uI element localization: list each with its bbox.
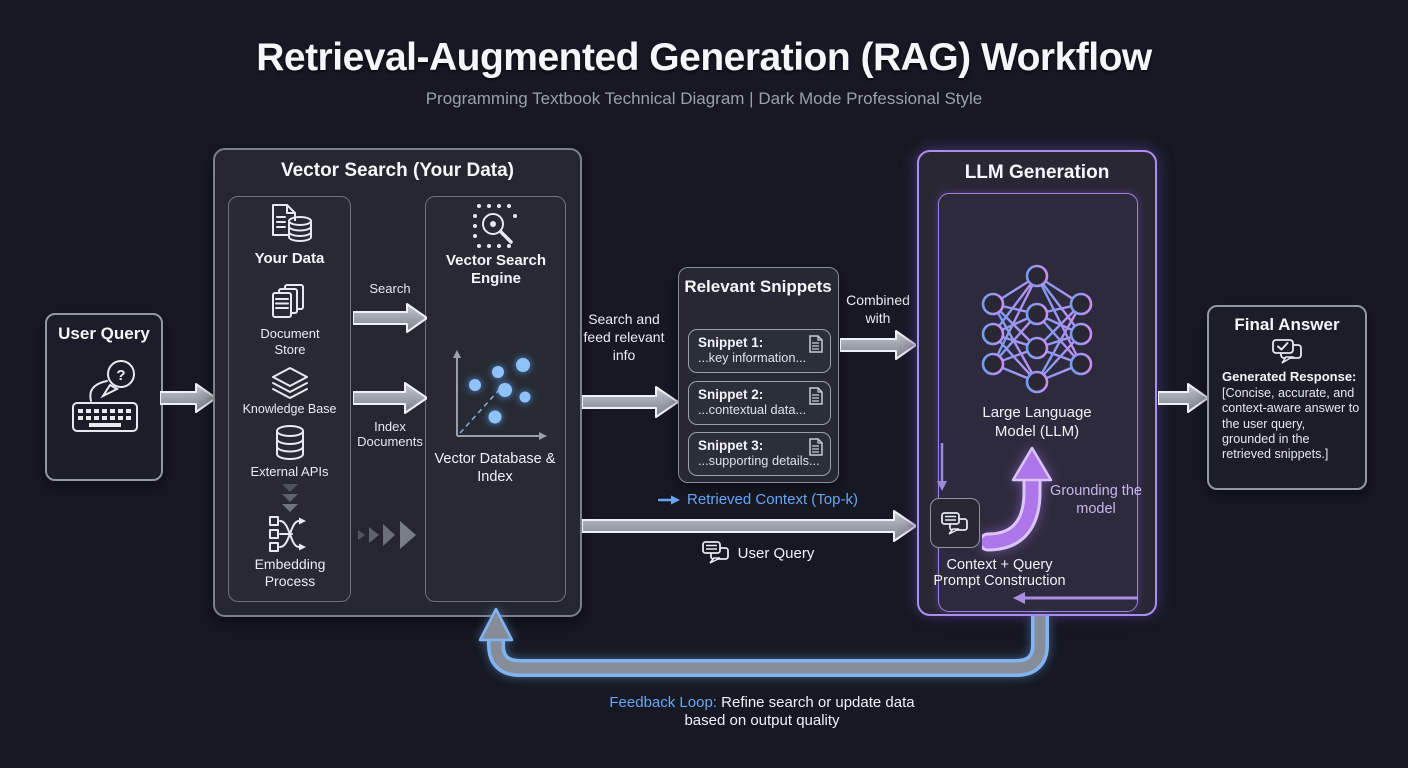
embedding-process-icon xyxy=(269,516,306,552)
llm-generation-title: LLM Generation xyxy=(964,162,1110,183)
arrow-right-icon xyxy=(658,495,681,504)
snippet-3-text: ...supporting details... xyxy=(698,453,820,468)
page-subtitle: Programming Textbook Technical Diagram |… xyxy=(425,89,983,108)
user-query-row: User Query xyxy=(608,541,908,565)
keyboard-question-icon: ? xyxy=(72,360,138,432)
final-answer-box: Final Answer Generated Response: [Concis… xyxy=(1207,305,1367,490)
user-query-flow-label: User Query xyxy=(737,544,815,562)
llm-model-label: Large Language Model (LLM) xyxy=(982,404,1092,440)
feed-label: Search and feed relevant info xyxy=(583,311,665,363)
scatter-plot-icon xyxy=(453,350,547,440)
generated-response-body: [Concise, accurate, and context-aware an… xyxy=(1222,386,1360,462)
vector-search-title: Vector Search (Your Data) xyxy=(280,160,514,181)
chevrons-right-icon xyxy=(358,521,416,549)
chevrons-down-icon xyxy=(282,484,298,512)
snippet-card-3: Snippet 3: ...supporting details... xyxy=(688,432,831,476)
index-documents-arrow-icon xyxy=(353,382,427,414)
embedding-process-label: Embedding Process xyxy=(254,556,326,589)
index-arrow-label: Index Documents xyxy=(357,419,423,449)
feedback-loop-arrow-icon xyxy=(478,607,1049,677)
grounding-curved-arrow-icon xyxy=(982,446,1053,552)
vector-database-label: Vector Database & Index xyxy=(434,451,556,485)
snippet-2-name: Snippet 2: xyxy=(698,387,764,402)
combined-with-arrow-icon xyxy=(840,330,916,360)
chat-bubbles-icon xyxy=(701,541,729,564)
snippet-card-1: Snippet 1: ...key information... xyxy=(688,329,831,373)
final-answer-title: Final Answer xyxy=(1234,315,1340,334)
user-query-long-arrow-icon xyxy=(582,510,916,542)
left-arrow-icon xyxy=(1013,592,1138,604)
svg-text:?: ? xyxy=(116,367,125,384)
knowledge-base-label: Knowledge Base xyxy=(242,402,337,416)
chat-check-icon xyxy=(1272,339,1302,364)
snippet-1-name: Snippet 1: xyxy=(698,335,764,350)
knowledge-base-icon xyxy=(272,367,308,399)
user-to-vector-arrow-icon xyxy=(160,383,216,413)
user-query-title: User Query xyxy=(58,324,150,343)
search-arrow-icon xyxy=(353,303,427,333)
relevant-snippets-title: Relevant Snippets xyxy=(684,277,832,296)
prompt-line-1: Context + Query xyxy=(946,557,1053,573)
neural-network-icon xyxy=(981,264,1093,394)
external-apis-icon xyxy=(276,425,304,460)
retrieved-context-label: Retrieved Context (Top-k) xyxy=(687,491,858,508)
document-store-label: Document Store xyxy=(260,326,320,357)
user-query-box: User Query ? xyxy=(45,313,163,481)
external-apis-label: External APIs xyxy=(250,464,329,479)
data-sources-subpanel xyxy=(228,196,351,602)
down-arrow-icon xyxy=(937,443,947,491)
document-store-icon xyxy=(272,284,304,318)
vector-search-engine-label: Vector Search Engine xyxy=(445,252,547,287)
llm-to-final-arrow-icon xyxy=(1158,383,1208,413)
document-icon xyxy=(809,438,823,456)
document-icon xyxy=(809,335,823,353)
vector-search-engine-icon xyxy=(473,204,517,248)
generated-response-heading: Generated Response: xyxy=(1222,369,1357,384)
search-arrow-label: Search xyxy=(369,281,411,296)
snippet-card-2: Snippet 2: ...contextual data... xyxy=(688,381,831,425)
document-icon xyxy=(809,387,823,405)
grounding-label: Grounding the model xyxy=(1050,483,1142,517)
your-data-label: Your Data xyxy=(254,250,325,267)
your-data-icon xyxy=(272,204,312,242)
page-title: Retrieval-Augmented Generation (RAG) Wor… xyxy=(256,36,1152,79)
prompt-construction-label: Context + Query Prompt Construction xyxy=(922,557,1077,589)
snippet-1-text: ...key information... xyxy=(698,350,807,365)
prompt-chat-box xyxy=(930,498,980,548)
feedback-loop-caption: Feedback Loop: Refine search or update d… xyxy=(592,694,932,730)
feed-arrow-icon xyxy=(582,386,678,418)
feedback-loop-label: Feedback Loop: xyxy=(609,694,717,711)
retrieved-context-row: Retrieved Context (Top-k) xyxy=(608,491,908,508)
prompt-line-2: Prompt Construction xyxy=(933,573,1066,589)
snippet-2-text: ...contextual data... xyxy=(698,402,807,417)
feedback-loop-text: Refine search or update data based on ou… xyxy=(684,694,915,729)
chat-bubbles-icon xyxy=(941,512,968,535)
combined-with-label: Combined with xyxy=(846,292,910,326)
snippet-3-name: Snippet 3: xyxy=(698,438,764,453)
